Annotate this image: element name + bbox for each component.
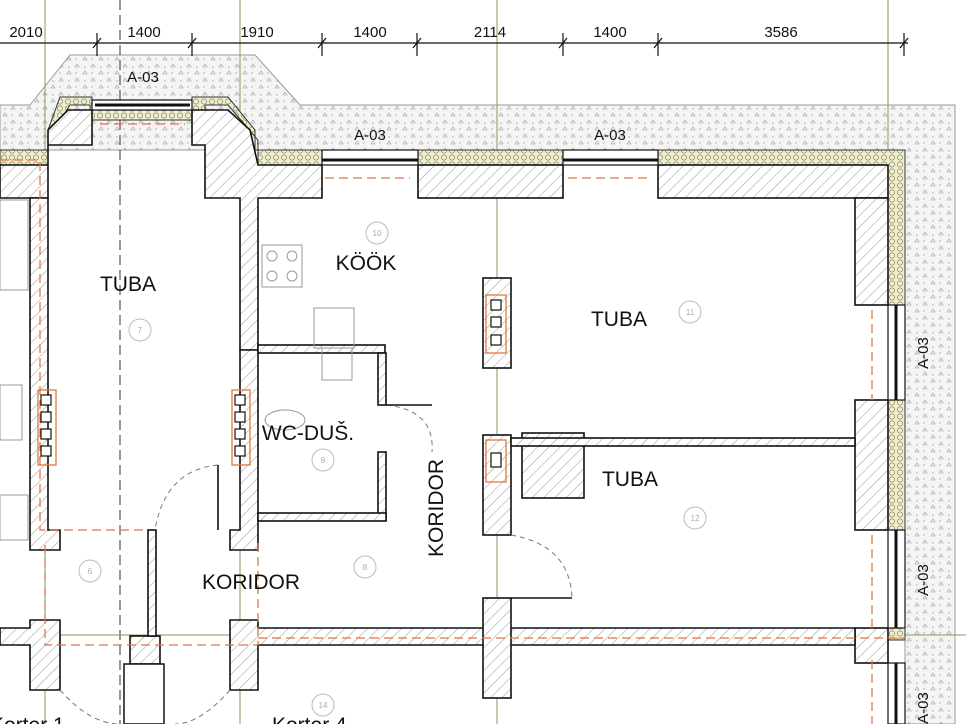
flue-shafts: [40, 299, 502, 468]
window-label: A-03: [915, 337, 932, 369]
dimension-line: 2010 1400 1910 1400 2114 1400 3586: [0, 24, 909, 56]
walls: [0, 109, 889, 699]
services-lines: [0, 123, 905, 724]
room-name-tuba-left: TUBA: [100, 273, 156, 296]
window-label: A-03: [594, 127, 626, 144]
room-name-koridor: KORIDOR: [202, 571, 300, 594]
dimension-label: 1910: [240, 24, 273, 41]
room-name-wc: WC-DUŠ.: [262, 422, 354, 445]
room-number: 11: [686, 308, 695, 317]
window-label: A-03: [915, 564, 932, 596]
window-label: A-03: [354, 127, 386, 144]
apartment-label: Korter 1: [0, 714, 65, 724]
room-name-koridor-vertical: KORIDOR: [425, 459, 448, 557]
room-name-tuba-right: TUBA: [591, 308, 647, 331]
fixtures: [0, 199, 355, 541]
room-number: 8: [363, 563, 368, 572]
dimension-label: 1400: [127, 24, 160, 41]
room-number: 12: [691, 514, 700, 523]
dimension-label: 2010: [9, 24, 42, 41]
window-label: A-03: [915, 692, 932, 724]
room-name-tuba-lower: TUBA: [602, 468, 658, 491]
door-swings: [59, 404, 573, 724]
windows: [91, 99, 906, 724]
room-number: 6: [88, 567, 93, 576]
room-number: 9: [321, 456, 326, 465]
dimension-label: 1400: [353, 24, 386, 41]
room-number: 14: [319, 701, 328, 710]
window-label: A-03: [127, 69, 159, 86]
dimension-label: 3586: [764, 24, 797, 41]
dimension-label: 2114: [474, 24, 506, 41]
dimension-label: 1400: [593, 24, 626, 41]
room-number-markers: [78, 221, 707, 717]
room-number: 10: [373, 229, 382, 238]
room-number: 7: [138, 326, 143, 335]
room-name-kook: KÖÖK: [336, 252, 397, 275]
apartment-label: Korter 4: [272, 714, 347, 724]
